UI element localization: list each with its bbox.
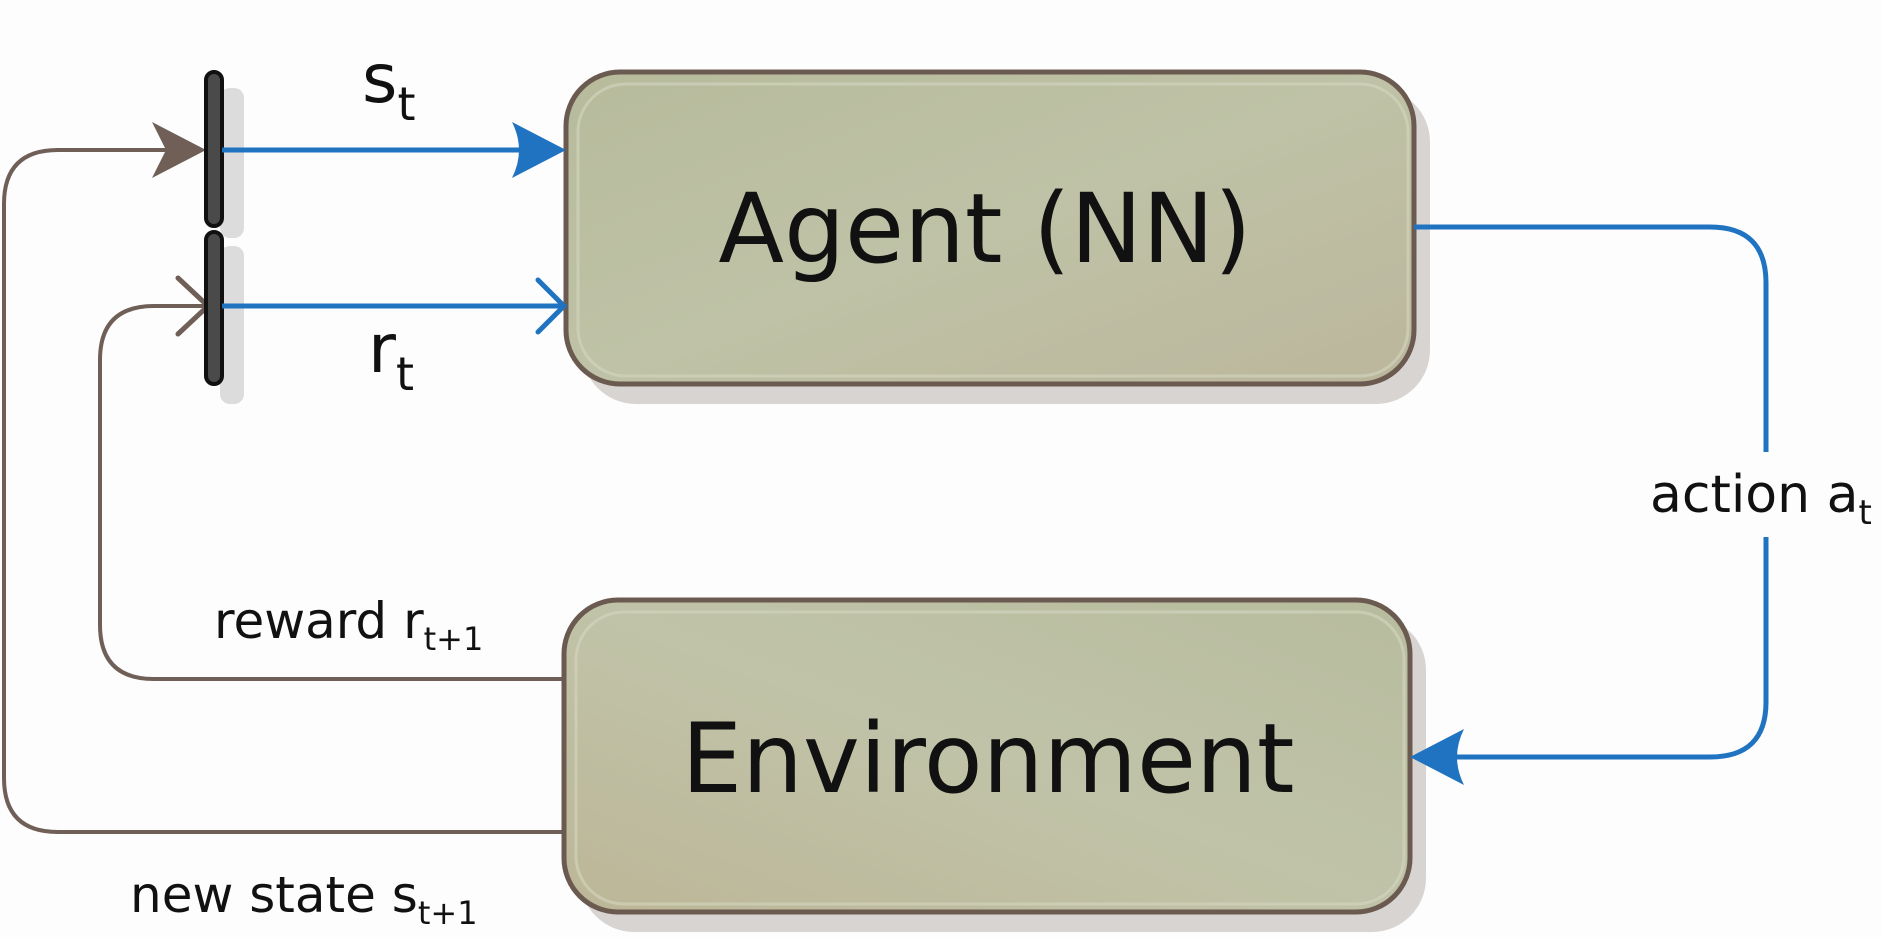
delay-bar-state [204, 70, 224, 228]
agent-label: Agent (NN) [718, 173, 1251, 285]
reward-input-base: r [368, 310, 396, 389]
new-state-feedback-label: new state st+1 [130, 866, 478, 932]
reward-feedback-label: reward rt+1 [214, 592, 483, 658]
reward-feedback-base: reward r [214, 592, 424, 650]
new-state-sub: t+1 [418, 894, 478, 932]
new-state-base: new state s [130, 866, 418, 924]
delay-element [204, 70, 244, 404]
action-base: action a [1650, 465, 1858, 525]
action-arrowhead [1410, 729, 1464, 785]
agent-box: Agent (NN) [563, 69, 1430, 404]
state-arrowhead [512, 122, 566, 178]
feedback-flows [2, 122, 563, 834]
reward-line [98, 304, 563, 681]
action-line-upper [1414, 224, 1769, 452]
reward-input-arrowhead [535, 277, 568, 335]
new-state-arrowhead [152, 122, 206, 178]
environment-box: Environment [561, 597, 1426, 932]
reward-input-label: rt [368, 310, 414, 401]
agent-flows [222, 122, 1769, 785]
state-input-label: st [362, 40, 415, 131]
action-line-lower [1440, 537, 1769, 760]
reward-feedback-sub: t+1 [424, 620, 484, 658]
state-input-base: s [362, 40, 397, 119]
action-sub: t [1858, 493, 1871, 533]
delay-bar-reward [204, 230, 224, 386]
environment-label: Environment [682, 703, 1295, 815]
state-input-sub: t [397, 77, 415, 131]
new-state-line [2, 148, 563, 834]
action-label: action at [1650, 465, 1872, 533]
reward-input-sub: t [396, 347, 414, 401]
